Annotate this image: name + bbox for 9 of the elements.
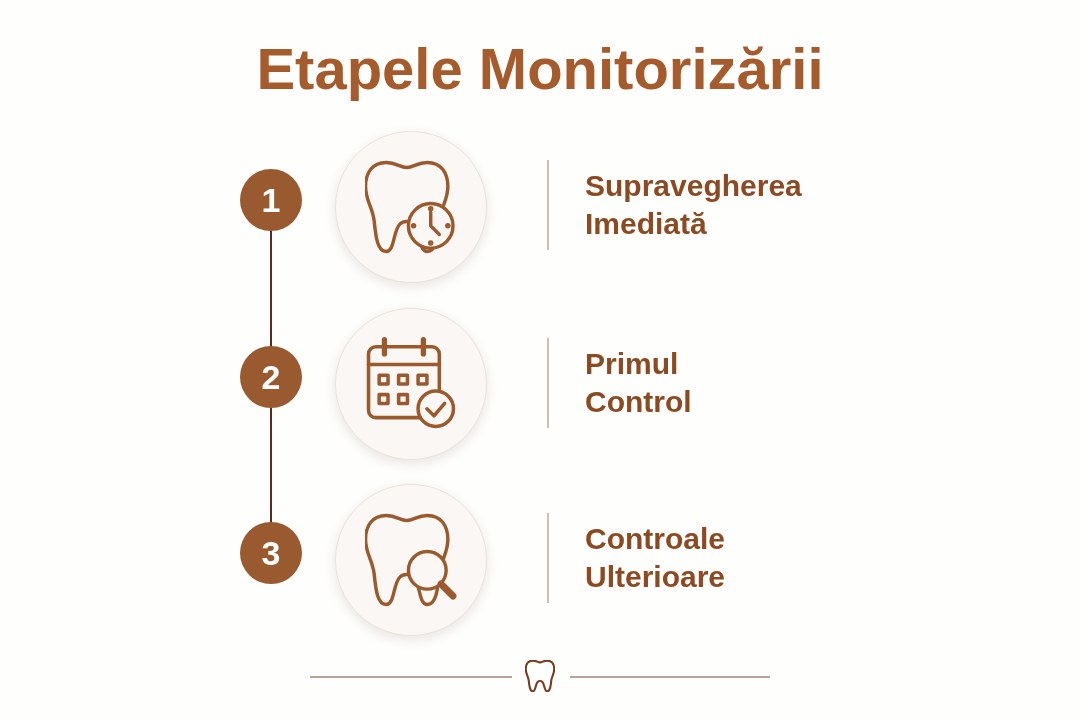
step-label: Supravegherea Imediată <box>585 168 802 242</box>
step-number-badge: 2 <box>240 346 302 408</box>
step-number-badge: 1 <box>240 169 302 231</box>
title: Etapele Monitorizării <box>256 35 824 103</box>
connector-line <box>270 230 272 347</box>
connector-line <box>270 407 272 523</box>
step-label: Primul Control <box>585 346 692 420</box>
step-label: Controale Ulterioare <box>585 521 726 595</box>
step-number-badge: 3 <box>240 522 302 584</box>
